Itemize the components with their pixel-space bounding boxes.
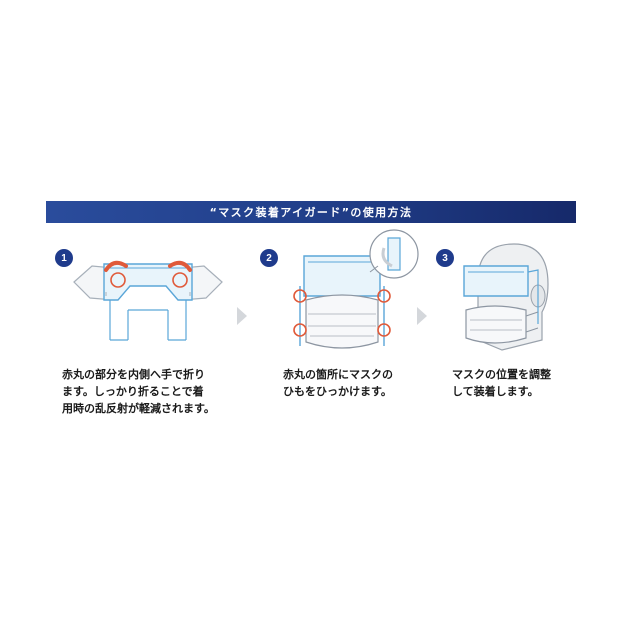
step-arrow-1 [237, 307, 247, 325]
step-2-line-1: 赤丸の箇所にマスクの [283, 368, 393, 381]
step-2-line-2: ひもをひっかけます。 [283, 385, 392, 398]
step-3-line-2: して装着します。 [452, 385, 539, 398]
banner-title: “マスク装着アイガード”の使用方法 [209, 206, 413, 219]
step-1-number: 1 [55, 249, 73, 267]
step-3-line-1: マスクの位置を調整 [452, 368, 551, 381]
step-1-fold-illustration [73, 260, 223, 341]
instructions-title-banner: “マスク装着アイガード”の使用方法 [46, 201, 576, 223]
step-1-line-3: 用時の乱反射が軽減されます。 [62, 402, 215, 415]
step-1-line-1: 赤丸の部分を内側へ手で折り [62, 368, 205, 381]
step-arrow-2 [417, 307, 427, 325]
step-3-number: 3 [436, 249, 454, 267]
step-2-description: 赤丸の箇所にマスクの ひもをひっかけます。 [283, 366, 393, 400]
step-2-number: 2 [260, 249, 278, 267]
step-1-description: 赤丸の部分を内側へ手で折り ます。しっかり折ることで着 用時の乱反射が軽減されま… [62, 366, 215, 417]
step-3-description: マスクの位置を調整 して装着します。 [452, 366, 551, 400]
step-1-line-2: ます。しっかり折ることで着 [62, 385, 204, 398]
step-2-hook-illustration [293, 229, 419, 349]
step-3-wear-illustration [463, 243, 549, 351]
